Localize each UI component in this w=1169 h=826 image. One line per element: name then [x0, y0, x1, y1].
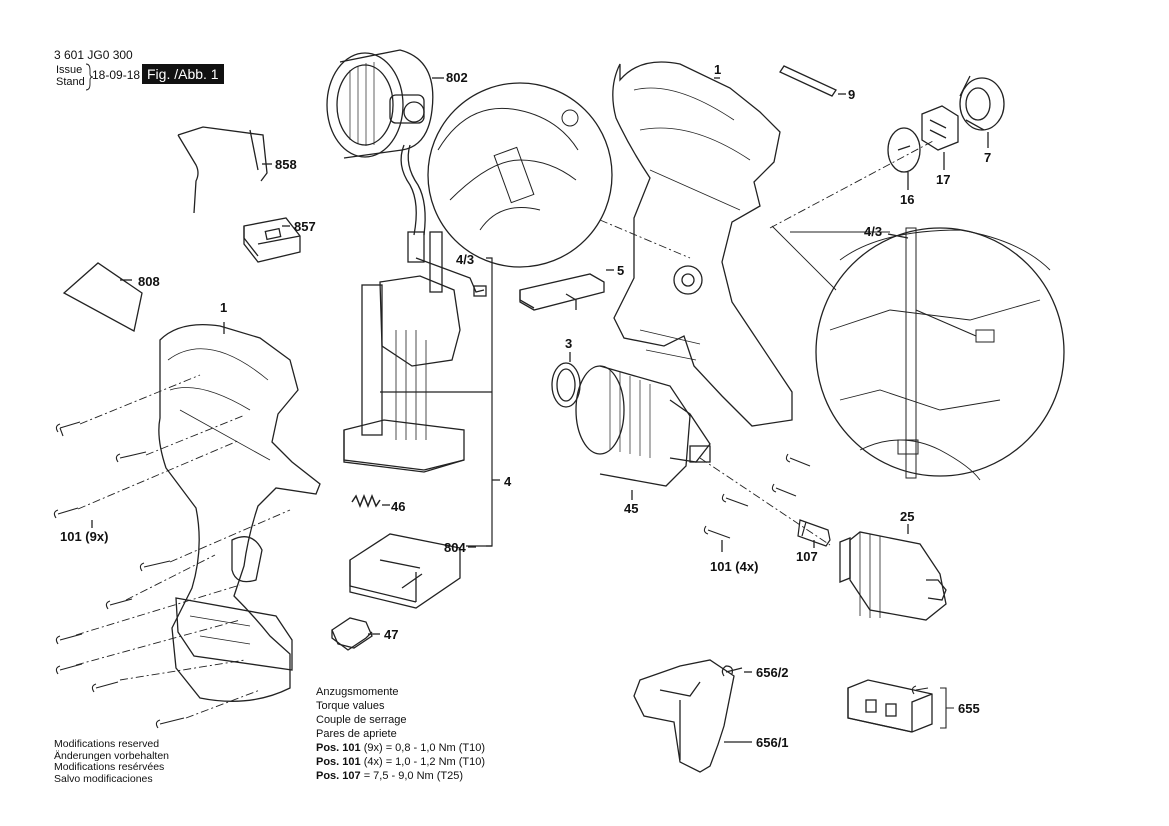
label-857: 857: [294, 219, 316, 234]
bit-holder-655: [847, 679, 933, 733]
gearbox-45: [575, 365, 711, 487]
screws-101-right: [703, 453, 811, 539]
label-17: 17: [936, 172, 951, 187]
label-656-2: 656/2: [756, 665, 789, 680]
label-25: 25: [900, 509, 915, 524]
torque-title-en: Torque values: [316, 700, 385, 712]
spring-46: [351, 493, 381, 509]
issue-date: 18-09-18: [92, 68, 141, 82]
housing-half-right: [612, 61, 793, 427]
figure-label: Fig. /Abb. 1: [142, 64, 224, 84]
label-16: 16: [900, 192, 915, 207]
switch-857: [243, 217, 301, 263]
label-9: 9: [848, 87, 856, 102]
modifications-note: Modifications reserved Änderungen vorbeh…: [54, 738, 170, 785]
housing-half-left: [158, 323, 321, 702]
stand-label: Stand: [56, 76, 85, 88]
wire-clip-858: [177, 126, 268, 214]
doc-number: 3 601 JG0 300: [54, 48, 133, 62]
label-804: 804: [444, 540, 466, 555]
modifications-en: Modifications reserved: [54, 738, 160, 750]
label-45: 45: [624, 501, 639, 516]
label-4: 4: [504, 474, 512, 489]
detail-circle-wiring: [815, 227, 1065, 477]
label-101-9x: 101 (9x): [60, 529, 109, 544]
chuck-25: [839, 531, 947, 621]
motor-802: [326, 49, 434, 263]
label-656-1: 656/1: [756, 735, 789, 750]
cover-5: [519, 273, 605, 311]
torque-title-es: Pares de apriete: [316, 728, 397, 740]
torque-values-block: Anzugsmomente Torque values Couple de se…: [316, 685, 485, 783]
screw-axis-lines-left: [75, 374, 291, 719]
label-47: 47: [384, 627, 399, 642]
knob-47: [331, 617, 373, 651]
torque-spec-row: Pos. 107 = 7,5 - 9,0 Nm (T25): [316, 770, 464, 782]
label-4-3-right: 4/3: [864, 224, 883, 239]
label-1-right: 1: [714, 62, 722, 77]
label-4-3-mid: 4/3: [456, 252, 475, 267]
label-1-left: 1: [220, 300, 228, 315]
torque-title-de: Anzugsmomente: [316, 686, 399, 698]
screw-656-2: [721, 665, 743, 677]
label-858: 858: [275, 157, 297, 172]
cam-17: [921, 105, 959, 151]
label-808: [62, 262, 143, 332]
torque-spec-row: Pos. 101 (4x) = 1,0 - 1,2 Nm (T10): [316, 756, 486, 768]
label-655: 655: [958, 701, 980, 716]
issue-label: Issue: [56, 64, 83, 76]
label-802: 802: [446, 70, 468, 85]
label-3: 3: [565, 336, 573, 351]
label-46: 46: [391, 499, 406, 514]
modifications-fr: Modifications resérvées: [54, 761, 165, 773]
label-101-4x: 101 (4x): [710, 559, 759, 574]
torque-title-fr: Couple de serrage: [316, 714, 407, 726]
screws-101-left: [53, 421, 185, 729]
electronics-module-4: [343, 231, 487, 473]
strip-9: [779, 65, 837, 97]
label-808: 808: [138, 274, 160, 289]
modifications-es: Salvo modificaciones: [54, 772, 153, 785]
torque-spec-row: Pos. 101 (9x) = 0,8 - 1,0 Nm (T10): [316, 742, 486, 754]
label-7: 7: [984, 150, 992, 165]
disc-16: [887, 127, 921, 173]
label-107: 107: [796, 549, 818, 564]
label-5: 5: [617, 263, 625, 278]
belt-clip-656-1: [633, 659, 735, 773]
carrier-804: [349, 533, 461, 609]
screw-107: [797, 519, 831, 547]
modifications-de: Änderungen vorbehalten: [54, 749, 170, 762]
detail-circle-motor: [427, 82, 613, 268]
ring-7: [959, 75, 1005, 131]
